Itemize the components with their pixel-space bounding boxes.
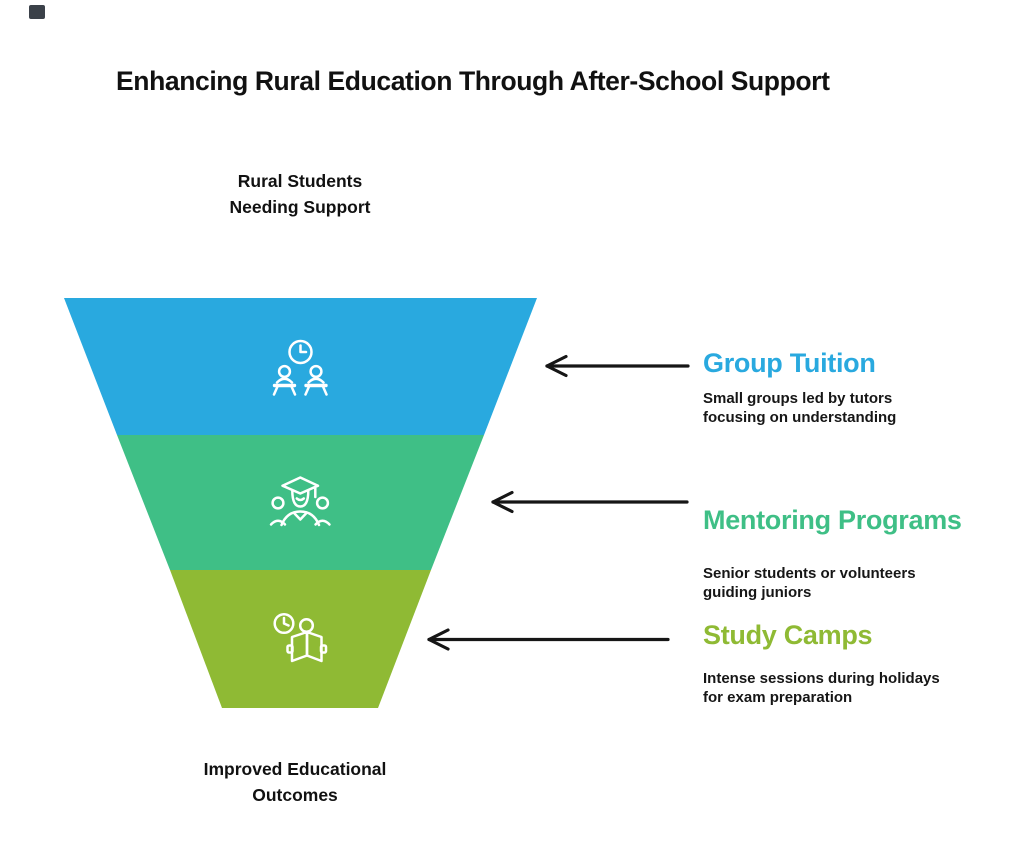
funnel-output-label-line2: Outcomes [252, 785, 338, 805]
funnel-input-label-line2: Needing Support [229, 197, 371, 217]
stage-desc-group-tuition-line2: focusing on understanding [703, 408, 897, 426]
arrow-mentoring-programs [491, 490, 689, 514]
stage-desc-mentoring-programs-line1: Senior students or volunteers [703, 565, 916, 582]
stage-desc-mentoring-programs-line2: guiding juniors [703, 583, 812, 601]
person-reading-book-with-clock-icon [273, 612, 328, 663]
stage-title-mentoring-programs: Mentoring Programs [703, 505, 962, 535]
stage-title-study-camps: Study Camps [703, 620, 873, 650]
corner-logo-mark [29, 5, 45, 19]
arrow-study-camps [427, 628, 670, 651]
funnel-stage-group-tuition [64, 298, 537, 435]
arrow-group-tuition [545, 354, 690, 378]
stage-desc-mentoring-programs: Senior students or volunteers guiding ju… [703, 565, 1003, 602]
funnel-stage-study-camps [170, 570, 431, 708]
graduate-with-mentees-icon [269, 476, 331, 527]
stage-desc-study-camps: Intense sessions during holidays for exa… [703, 670, 1003, 707]
funnel-input-label: Rural Students Needing Support [170, 168, 430, 220]
stage-title-group-tuition: Group Tuition [703, 348, 876, 378]
page-title: Enhancing Rural Education Through After-… [116, 66, 830, 96]
funnel-input-label-line1: Rural Students [237, 171, 363, 191]
funnel-output-label-line1: Improved Educational [203, 759, 387, 779]
funnel-output-label: Improved Educational Outcomes [150, 756, 440, 808]
stage-desc-group-tuition-line1: Small groups led by tutors [703, 390, 893, 407]
stage-desc-group-tuition: Small groups led by tutors focusing on u… [703, 390, 1003, 427]
stage-desc-study-camps-line1: Intense sessions during holidays [703, 670, 940, 687]
clock-over-students-at-desks-icon [272, 339, 328, 396]
funnel-stage-mentoring-programs [117, 435, 484, 570]
stage-desc-study-camps-line2: for exam preparation [703, 688, 853, 706]
